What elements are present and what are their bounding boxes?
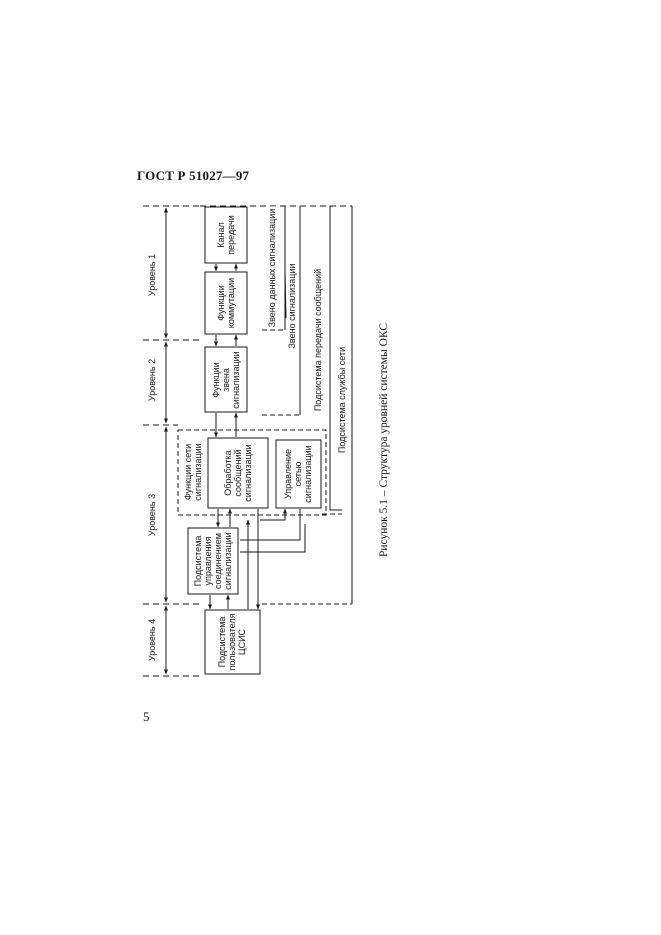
message-processing-label: Обработка сообщений сигнализации [223, 444, 253, 502]
page-number: 5 [143, 709, 150, 724]
isdn-user-label: Подсистема пользователя ЦСИС [217, 613, 247, 671]
network-service-line-label: Подсистема службы сети [337, 344, 347, 456]
network-functions-frame [177, 429, 327, 516]
data-link-line-label: Звено данных сигнализации [267, 206, 277, 330]
network-management-block [275, 439, 322, 509]
level-boundaries [143, 205, 200, 677]
mtp-line-label: Подсистема передачи сообщений [313, 266, 323, 414]
switching-block [204, 271, 248, 335]
network-functions-label: Функции сети сигнализации [183, 443, 203, 501]
switching-label: Функции коммутации [216, 277, 236, 329]
channel-label: Канал передачи [216, 215, 236, 255]
link-block [204, 346, 248, 413]
network-management-label: Управление сетью сигнализации [283, 445, 313, 503]
document-header: ГОСТ Р 51027—97 [137, 168, 250, 183]
message-processing-block [207, 437, 269, 509]
level-1-label: Уровень 1 [147, 253, 157, 297]
sccp-label: Подсистема управления соединением сигнал… [193, 532, 233, 590]
signalling-link-line-label: Звено сигнализации [287, 261, 297, 351]
level-4-label: Уровень 4 [147, 618, 157, 662]
sccp-block [187, 527, 239, 595]
level-2-label: Уровень 2 [147, 358, 157, 402]
isdn-user-block [204, 609, 261, 675]
link-label: Функции звена сигнализации [211, 351, 241, 409]
level-3-label: Уровень 3 [147, 493, 157, 537]
figure-caption: Рисунок 5.1 – Структура уровней системы … [378, 322, 390, 558]
channel-block [204, 206, 248, 264]
